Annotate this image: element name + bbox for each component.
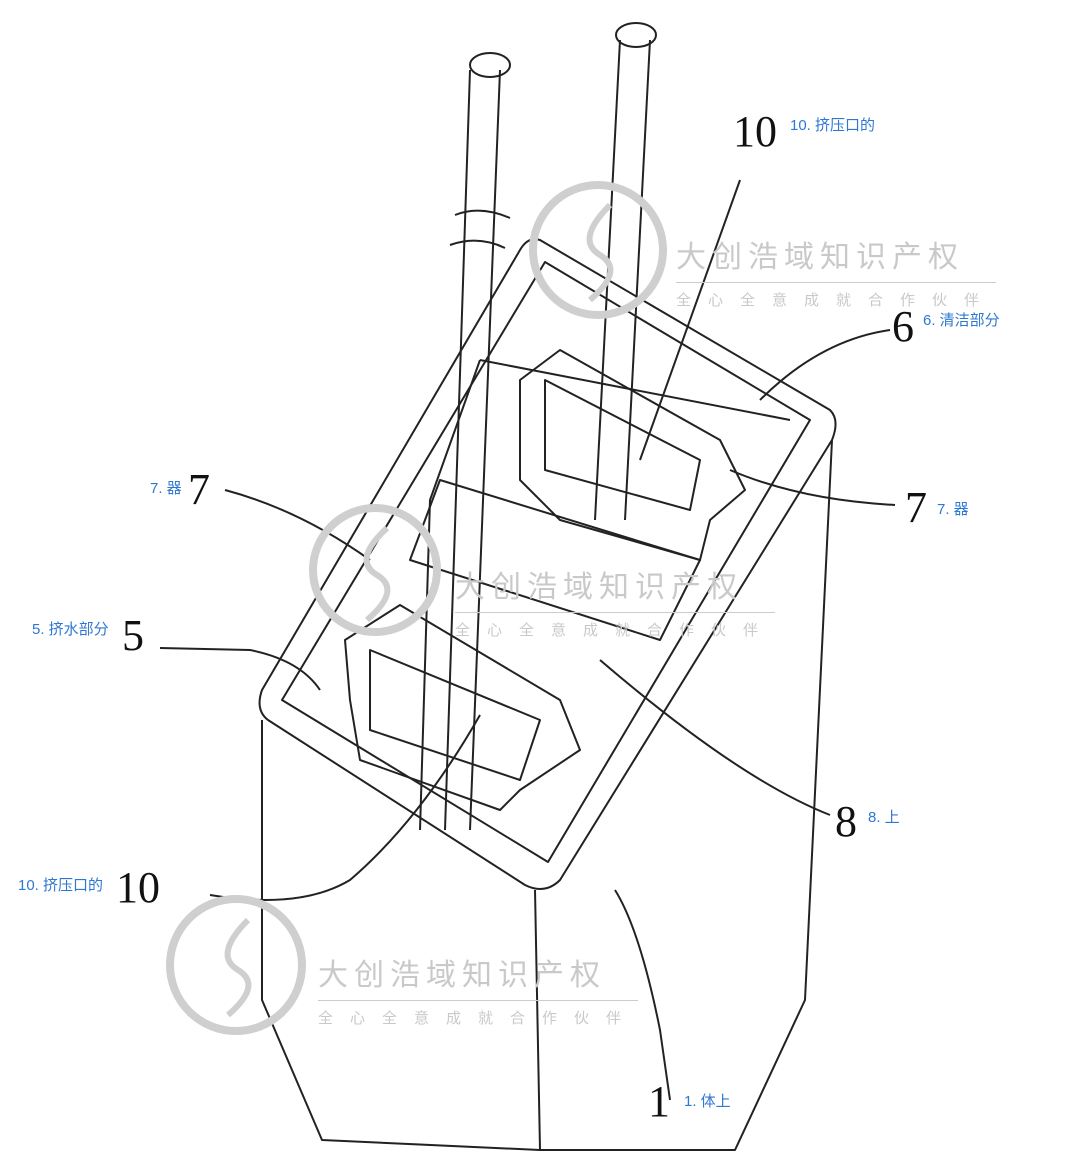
leader-6 (759, 329, 891, 401)
numeral-1: 1 (648, 1077, 670, 1126)
bucket-rim (258, 238, 837, 890)
watermark-title: 大创浩域知识产权 (318, 950, 639, 1001)
watermark-slogan: 全心全意成就合作伙伴 (455, 621, 776, 639)
watermark-logo-icon (309, 504, 441, 636)
watermark: 大创浩域知识产权 全心全意成就合作伙伴 (455, 562, 776, 640)
numeral-10-top: 10 (733, 107, 777, 156)
numeral-8: 8 (835, 797, 857, 846)
watermark-title: 大创浩域知识产权 (676, 232, 997, 283)
numeral-5: 5 (122, 611, 144, 660)
bucket-body (261, 439, 833, 1151)
leader-7-right (729, 469, 896, 506)
watermark-logo-icon (166, 895, 306, 1035)
leader-1 (614, 889, 671, 1101)
label-5: 5. 挤水部分 (32, 621, 109, 638)
left-pole (444, 69, 501, 831)
lower-wringer (344, 604, 581, 811)
label-10-bottom: 10. 挤压口的 (18, 877, 104, 894)
numeral-10-bottom: 10 (116, 863, 160, 912)
leader-8 (599, 659, 831, 816)
right-pole (594, 39, 651, 521)
leader-10-top (639, 179, 741, 461)
label-10-top: 10. 挤压口的 (790, 117, 876, 134)
watermark: 大创浩域知识产权 全心全意成就合作伙伴 (676, 232, 997, 310)
upper-wringer (519, 349, 746, 561)
numeral-6: 6 (892, 302, 914, 351)
label-7-left: 7. 器 (150, 480, 182, 497)
label-8: 8. 上 (868, 809, 900, 826)
watermark-slogan: 全心全意成就合作伙伴 (318, 1009, 639, 1027)
numeral-7-right: 7 (905, 483, 927, 532)
label-7-right: 7. 器 (937, 501, 969, 518)
leader-5 (159, 647, 321, 691)
numeral-7-left: 7 (188, 465, 210, 514)
leader-10-bottom (209, 714, 481, 901)
label-6: 6. 清洁部分 (923, 312, 1000, 329)
leader-7-left (224, 489, 371, 561)
watermark-slogan: 全心全意成就合作伙伴 (676, 291, 997, 309)
watermark-title: 大创浩域知识产权 (455, 562, 776, 613)
watermark: 大创浩域知识产权 全心全意成就合作伙伴 (318, 950, 639, 1028)
watermark-logo-icon (529, 181, 667, 319)
label-1: 1. 体上 (684, 1093, 731, 1110)
